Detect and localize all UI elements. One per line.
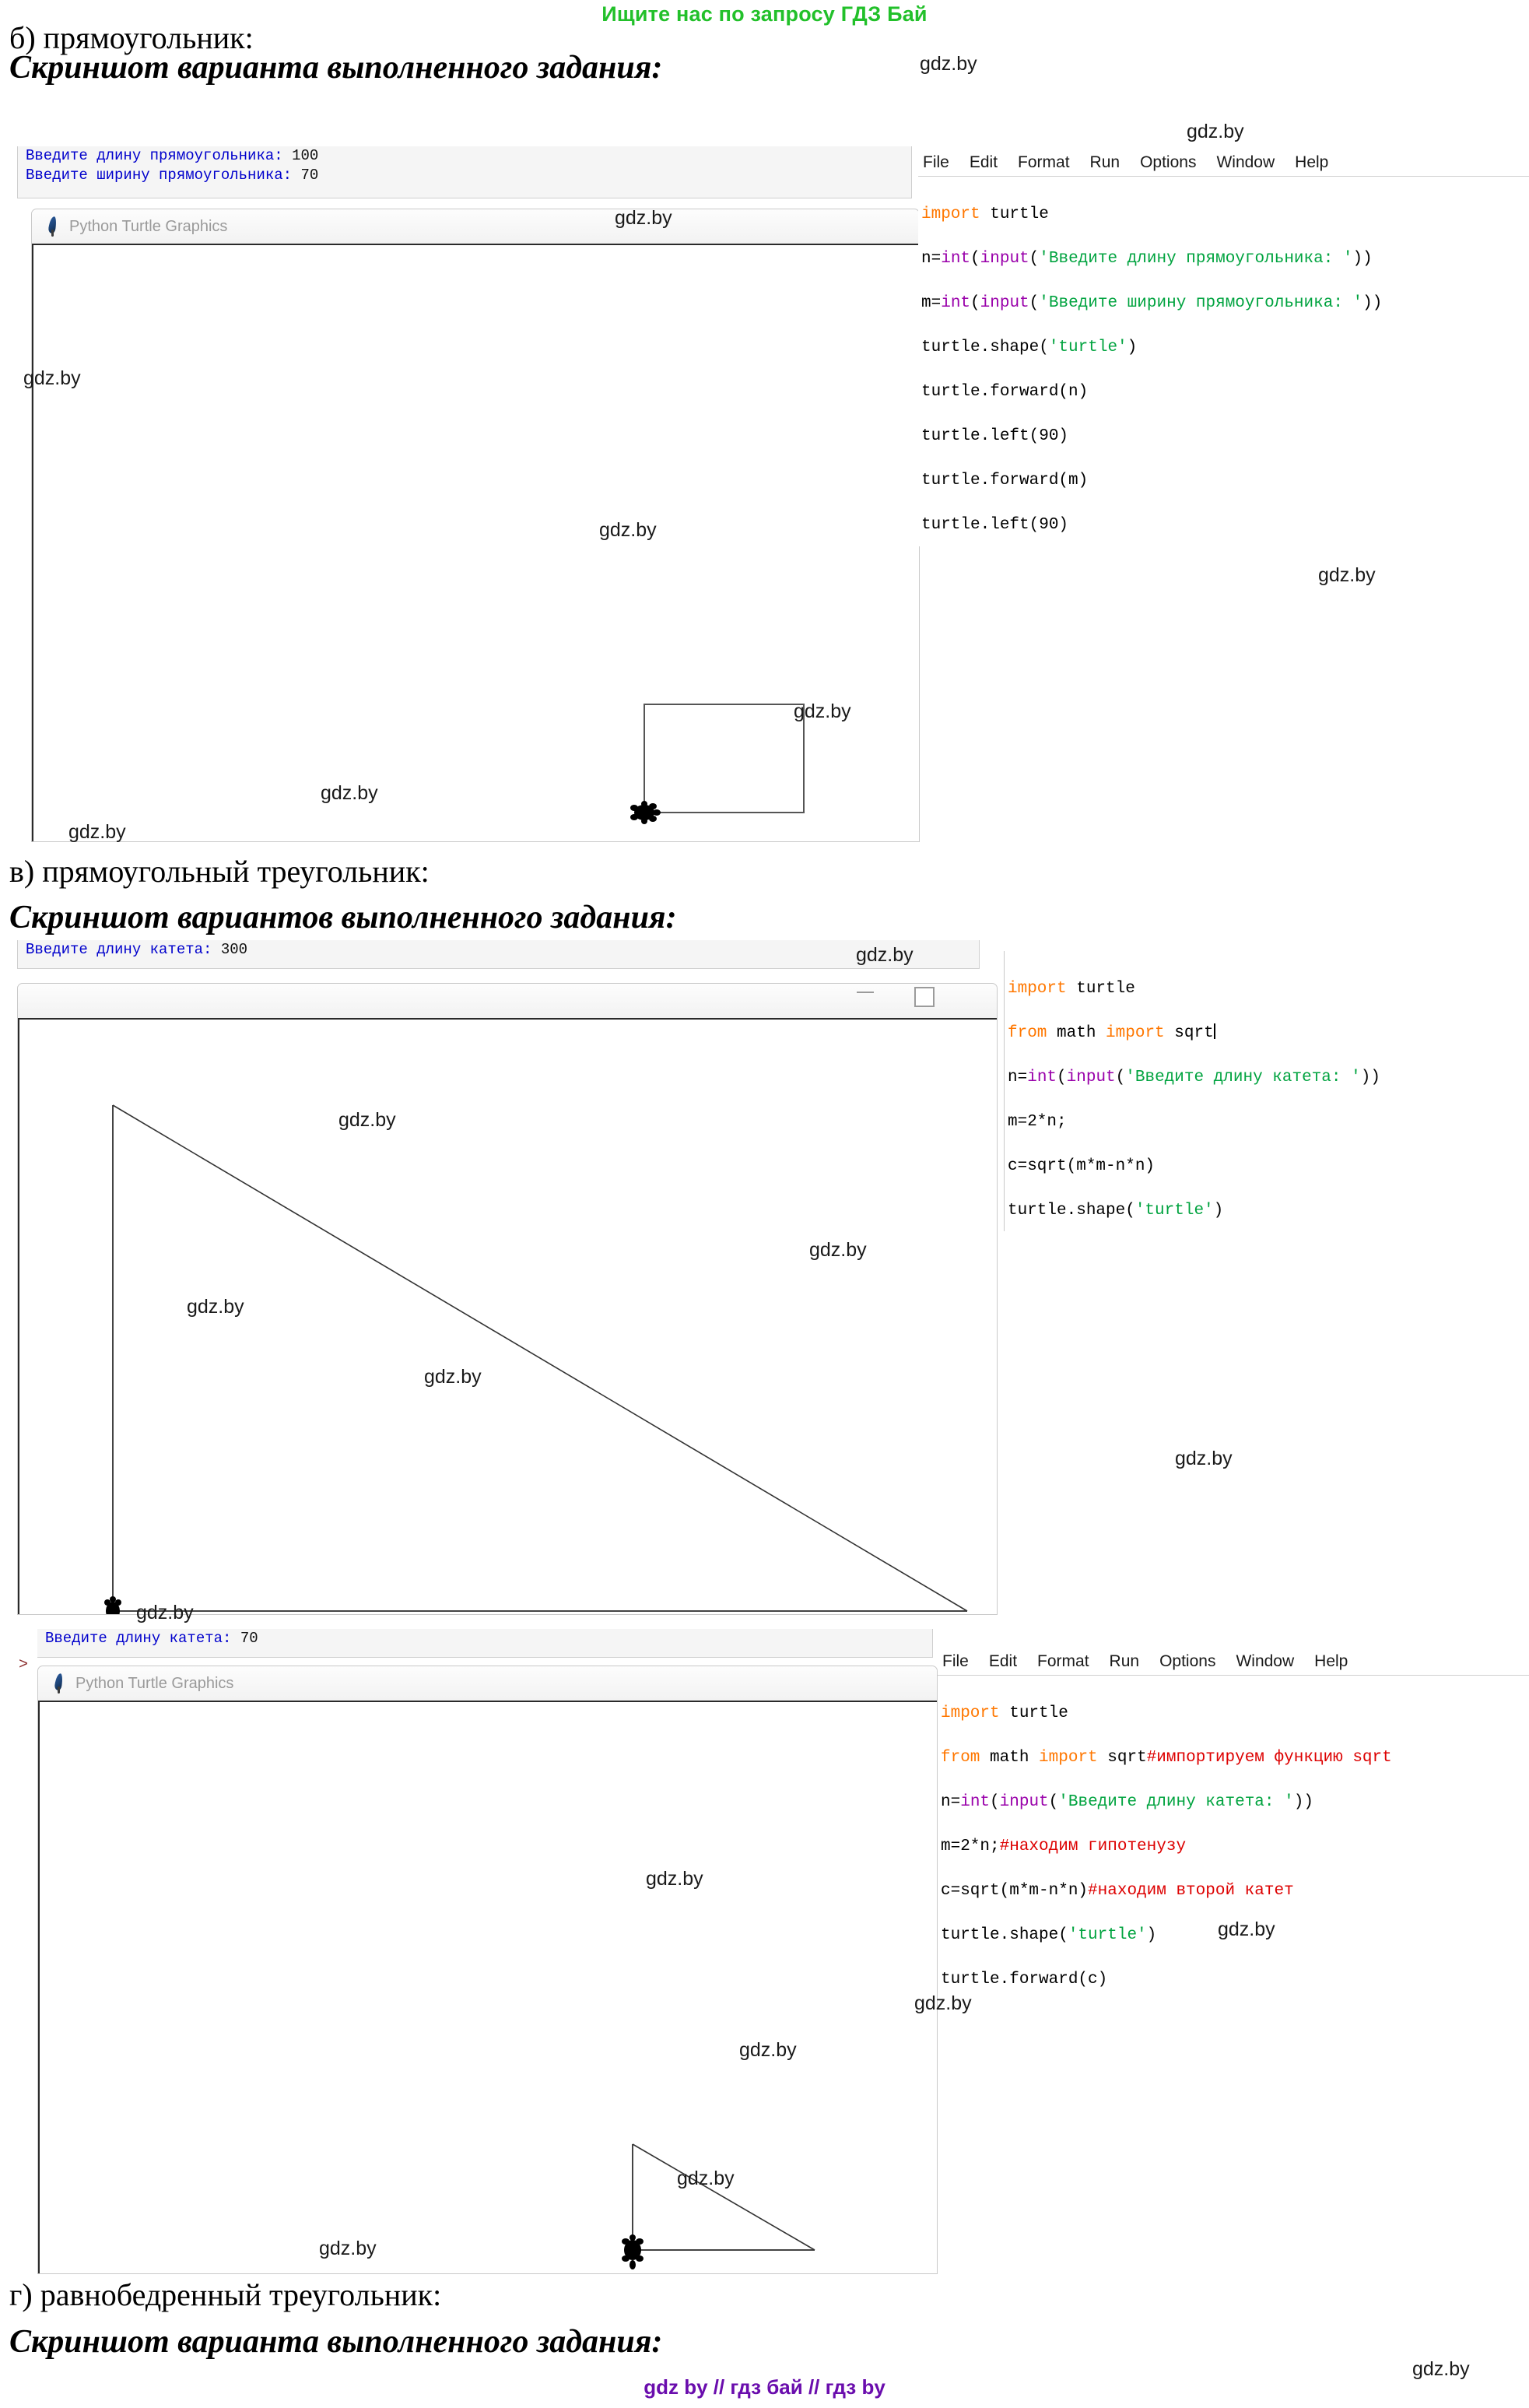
menu-item-options[interactable]: Options	[1159, 1652, 1216, 1670]
window-title-bar[interactable]: Python Turtle Graphics	[32, 209, 919, 244]
code-line: turtle.left(90)	[921, 426, 1069, 445]
turtle-graphics-window-3[interactable]: Python Turtle Graphics	[37, 1666, 938, 2274]
minimize-button[interactable]	[857, 992, 874, 993]
code-line: from math import sqrt#импортируем функци…	[941, 1748, 1392, 1767]
shell-value: 70	[300, 167, 319, 184]
menu-item-format[interactable]: Format	[1018, 153, 1070, 171]
code-line: n=int(input('Введите длину прямоугольник…	[921, 249, 1373, 268]
python-shell-output-1: Введите длину прямоугольника: 100 Введит…	[17, 146, 912, 198]
menu-item-window[interactable]: Window	[1216, 153, 1275, 171]
footer-branding: gdz by // гдз бай // гдз by	[644, 2375, 885, 2399]
window-title-label: Python Turtle Graphics	[69, 217, 228, 235]
window-title-bar[interactable]	[18, 984, 997, 1018]
code-line: c=sqrt(m*m-n*n)	[1008, 1157, 1156, 1175]
code-line: turtle.forward(n)	[921, 382, 1089, 401]
shell-prompt: Введите ширину прямоугольника:	[26, 167, 301, 184]
code-line: turtle.shape('turtle')	[921, 338, 1138, 356]
maximize-button[interactable]	[914, 987, 935, 1007]
shell-prompt: Введите длину катета:	[45, 1630, 240, 1647]
drawing-right-triangle-small	[622, 2143, 815, 2269]
idle-editor-window-1[interactable]: File Edit Format Run Options Window Help…	[918, 149, 1529, 546]
shell-prompt: Введите длину катета:	[26, 941, 221, 958]
python-shell-output-3: Введите длину катета: 70	[37, 1629, 933, 1658]
code-line: turtle.shape('turtle')	[941, 1925, 1157, 1944]
menu-item-edit[interactable]: Edit	[969, 153, 998, 171]
code-line: c=sqrt(m*m-n*n)#находим второй катет	[941, 1881, 1294, 1900]
turtle-graphics-window-1[interactable]: Python Turtle Graphics	[31, 209, 920, 842]
code-line: turtle.left(90)	[921, 515, 1069, 534]
code-line: turtle.forward(c)	[941, 1970, 1108, 1989]
code-line: m=int(input('Введите ширину прямоугольни…	[921, 293, 1383, 312]
python-feather-icon	[52, 1673, 66, 1694]
text-caret	[1213, 1023, 1215, 1039]
shell-line: Введите длину катета: 300	[18, 940, 979, 960]
menu-item-format[interactable]: Format	[1037, 1652, 1089, 1670]
section-heading-g: г) равнобедренный треугольник:	[9, 2277, 442, 2312]
turtle-cursor-icon	[630, 801, 661, 824]
shell-value: 300	[220, 941, 248, 958]
watermark: gdz.by	[920, 53, 977, 75]
section-subheading-b: Скриншот варианта выполненного задания:	[9, 50, 663, 86]
code-line: m=2*n;#находим гипотенузу	[941, 1837, 1187, 1855]
section-heading-v: в) прямоугольный треугольник:	[9, 854, 430, 889]
promo-header: Ищите нас по запросу ГДЗ Бай	[601, 2, 928, 26]
menu-item-file[interactable]: File	[942, 1652, 969, 1670]
turtle-canvas-1[interactable]	[32, 244, 919, 841]
menu-item-help[interactable]: Help	[1314, 1652, 1348, 1670]
menu-item-file[interactable]: File	[923, 153, 949, 171]
section-subheading-v: Скриншот вариантов выполненного задания:	[9, 900, 677, 935]
shell-line: Введите ширину прямоугольника: 70	[18, 166, 911, 185]
shell-value: 70	[240, 1630, 258, 1647]
idle-code-area-1[interactable]: import turtle n=int(input('Введите длину…	[918, 177, 1529, 546]
shell-value: 100	[292, 147, 319, 164]
drawing-right-triangle-large	[104, 1104, 968, 1614]
menu-item-run[interactable]: Run	[1109, 1652, 1140, 1670]
watermark: gdz.by	[1318, 564, 1376, 586]
idle-editor-window-2[interactable]: import turtle from math import sqrt n=in…	[1004, 951, 1529, 1231]
turtle-cursor-icon	[622, 2234, 644, 2269]
code-line: n=int(input('Введите длину катета: '))	[941, 1792, 1313, 1811]
watermark: gdz.by	[1187, 121, 1244, 142]
code-line: turtle.shape('turtle')	[1008, 1201, 1224, 1220]
idle-code-area-3[interactable]: import turtle from math import sqrt#импо…	[938, 1676, 1529, 1999]
section-subheading-g: Скриншот варианта выполненного задания:	[9, 2324, 663, 2360]
turtle-graphics-window-2[interactable]	[17, 983, 998, 1615]
shell-line: Введите длину прямоугольника: 100	[18, 146, 911, 166]
menu-item-help[interactable]: Help	[1295, 153, 1329, 171]
menu-item-edit[interactable]: Edit	[988, 1652, 1018, 1670]
menu-item-run[interactable]: Run	[1089, 153, 1120, 171]
turtle-canvas-2[interactable]	[18, 1018, 997, 1614]
idle-menu-bar[interactable]: File Edit Format Run Options Window Help	[918, 149, 1529, 177]
turtle-canvas-3[interactable]	[38, 1701, 937, 2273]
code-line: turtle.forward(m)	[921, 471, 1089, 490]
idle-menu-bar[interactable]: File Edit Format Run Options Window Help	[938, 1648, 1529, 1676]
window-title-label: Python Turtle Graphics	[75, 1674, 234, 1692]
code-line: m=2*n;	[1008, 1112, 1067, 1131]
code-line: n=int(input('Введите длину катета: '))	[1008, 1068, 1380, 1086]
menu-item-window[interactable]: Window	[1236, 1652, 1295, 1670]
shell-prompt: Введите длину прямоугольника:	[26, 147, 293, 164]
menu-item-options[interactable]: Options	[1140, 153, 1197, 171]
code-line: from math import sqrt	[1008, 1023, 1215, 1042]
shell-line: Введите длину катета: 70	[37, 1629, 932, 1648]
idle-editor-window-3[interactable]: File Edit Format Run Options Window Help…	[938, 1648, 1529, 1999]
drawing-rectangle	[630, 704, 805, 824]
shell-prompt-chevron: >	[19, 1656, 29, 1674]
code-line: import turtle	[921, 205, 1049, 223]
turtle-cursor-icon	[104, 1596, 121, 1614]
code-line: import turtle	[941, 1704, 1068, 1722]
window-title-bar[interactable]: Python Turtle Graphics	[38, 1666, 937, 1701]
section-heading-b: б) прямоугольник:	[9, 20, 254, 55]
watermark: gdz.by	[1175, 1448, 1233, 1469]
idle-code-area-2[interactable]: import turtle from math import sqrt n=in…	[1005, 951, 1529, 1231]
code-line: import turtle	[1008, 979, 1135, 998]
python-shell-output-2: Введите длину катета: 300	[17, 940, 980, 969]
python-feather-icon	[46, 216, 60, 237]
